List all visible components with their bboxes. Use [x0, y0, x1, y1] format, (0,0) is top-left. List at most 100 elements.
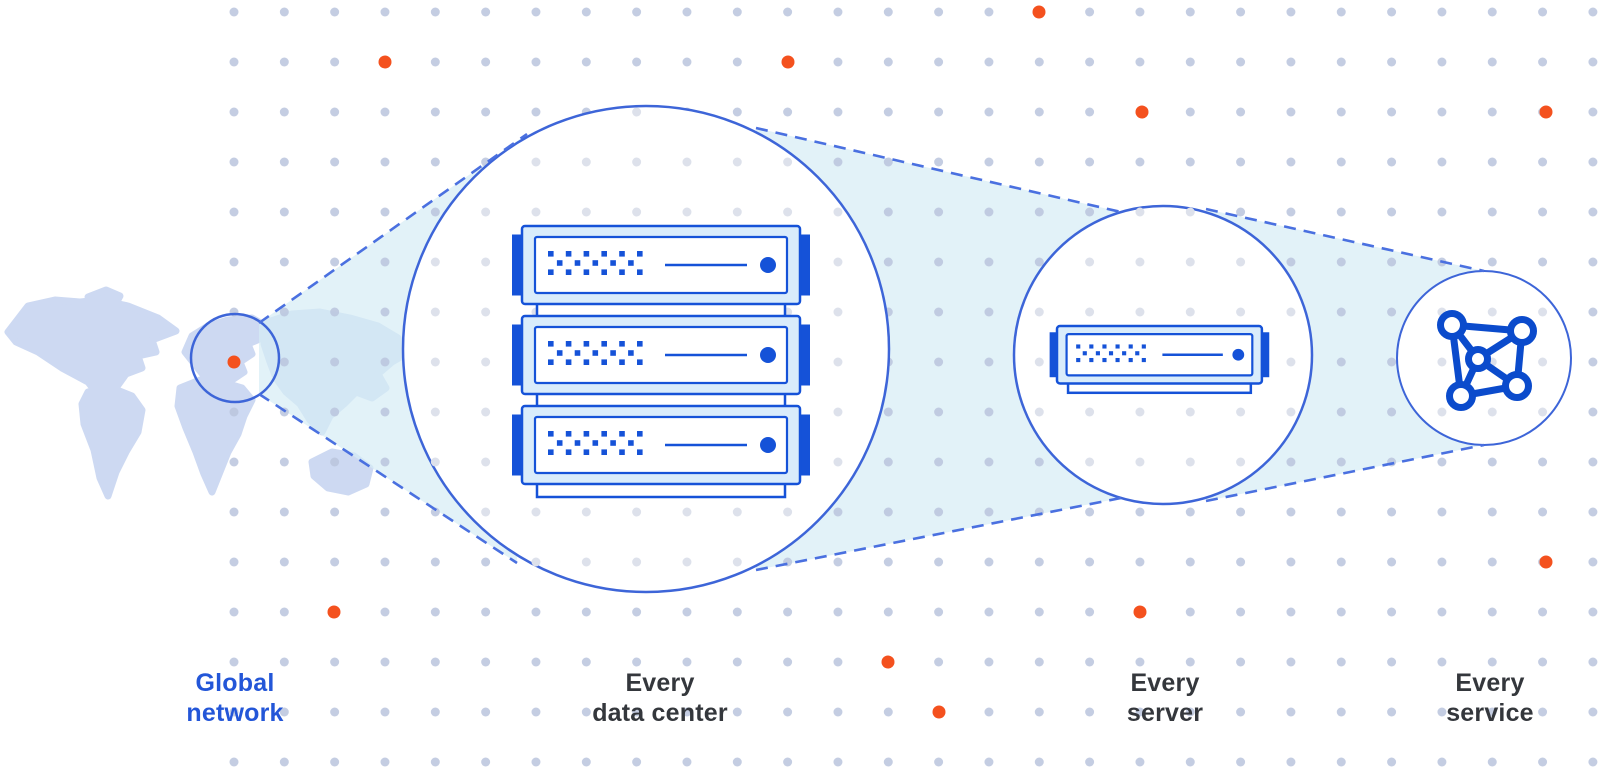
grid-dot: [380, 257, 390, 267]
vent-dot: [637, 449, 643, 455]
grid-dot: [732, 507, 742, 517]
continent-greenland: [84, 286, 124, 315]
grid-dot: [330, 657, 340, 667]
grid-dot: [732, 207, 742, 217]
grid-dot: [883, 207, 893, 217]
grid-dot: [732, 7, 742, 17]
server-faceplate: [533, 235, 789, 295]
grid-dot: [581, 657, 591, 667]
grid-dot: [984, 607, 994, 617]
grid-dot: [632, 557, 642, 567]
grid-dot: [1286, 207, 1296, 217]
grid-dot: [1336, 407, 1346, 417]
grid-dot: [632, 707, 642, 717]
grid-dot: [1286, 657, 1296, 667]
grid-dot: [1487, 7, 1497, 17]
grid-dot: [984, 7, 994, 17]
vent-dot: [592, 440, 599, 446]
grid-dot: [1588, 557, 1598, 567]
grid-dot: [1236, 7, 1246, 17]
grid-dot: [1236, 657, 1246, 667]
grid-dot: [1437, 507, 1447, 517]
grid-dot: [1487, 407, 1497, 417]
grid-dot: [1085, 7, 1095, 17]
grid-dot: [783, 757, 793, 767]
grid-dot: [1538, 707, 1548, 717]
server-led: [1232, 348, 1245, 361]
grid-dot: [934, 207, 944, 217]
orange-dot: [1133, 605, 1147, 619]
grid-dot: [1286, 707, 1296, 717]
grid-dot: [1336, 507, 1346, 517]
grid-dot: [330, 757, 340, 767]
server-led: [760, 437, 776, 453]
background-dot-grid: [229, 7, 1598, 767]
grid-dot: [1387, 707, 1397, 717]
grid-dot: [481, 57, 491, 67]
grid-dot: [1236, 307, 1246, 317]
grid-dot: [1085, 57, 1095, 67]
grid-dot: [833, 407, 843, 417]
grid-dot: [481, 307, 491, 317]
grid-dot: [682, 757, 692, 767]
grid-dot: [833, 257, 843, 267]
grid-dot: [581, 207, 591, 217]
grid-dot: [1034, 707, 1044, 717]
grid-dot: [1286, 457, 1296, 467]
grid-dot: [430, 707, 440, 717]
grid-dot: [732, 57, 742, 67]
grid-dot: [833, 707, 843, 717]
grid-dot: [1336, 7, 1346, 17]
grid-dot: [1286, 107, 1296, 117]
grid-dot: [279, 107, 289, 117]
grid-dot: [279, 707, 289, 717]
grid-dot: [1538, 507, 1548, 517]
grid-dot: [430, 657, 440, 667]
grid-dot: [783, 207, 793, 217]
grid-dot: [1336, 557, 1346, 567]
vent-dot: [556, 440, 563, 446]
grid-dot: [833, 657, 843, 667]
grid-dot: [1588, 257, 1598, 267]
grid-dot: [481, 207, 491, 217]
vent-dot: [1122, 351, 1127, 356]
orange-dot: [1032, 5, 1046, 19]
grid-dot: [1437, 157, 1447, 167]
vent-dot: [619, 341, 625, 347]
grid-dot: [984, 457, 994, 467]
server-faceplate: [533, 415, 789, 475]
vent-dot: [637, 431, 643, 437]
grid-dot: [1236, 707, 1246, 717]
vent-dot: [628, 440, 634, 446]
grid-dot: [1236, 607, 1246, 617]
grid-dot: [934, 407, 944, 417]
grid-dot: [1336, 157, 1346, 167]
grid-dot: [632, 507, 642, 517]
vent-dot: [548, 449, 554, 455]
grid-dot: [481, 657, 491, 667]
vent-dot: [583, 359, 590, 365]
grid-dot: [1185, 557, 1195, 567]
vent-dot: [601, 431, 607, 437]
grid-dot: [1236, 157, 1246, 167]
vent-dot: [1102, 357, 1107, 363]
grid-dot: [1487, 307, 1497, 317]
grid-dot: [330, 57, 340, 67]
grid-dot: [1135, 157, 1145, 167]
vent-dot: [574, 350, 581, 356]
grid-dot: [1487, 657, 1497, 667]
grid-dot: [732, 707, 742, 717]
vent-dot: [1128, 357, 1133, 363]
grid-dot: [1135, 557, 1145, 567]
grid-dot: [984, 707, 994, 717]
server-right-tab: [1261, 332, 1270, 378]
vent-dot: [619, 449, 625, 455]
grid-dot: [279, 607, 289, 617]
grid-dot: [229, 57, 239, 67]
server-unit: [512, 314, 810, 409]
server-right-tab: [799, 324, 810, 386]
grid-dot: [833, 357, 843, 367]
grid-dot: [1387, 7, 1397, 17]
grid-dot: [1236, 757, 1246, 767]
grid-dot: [934, 257, 944, 267]
